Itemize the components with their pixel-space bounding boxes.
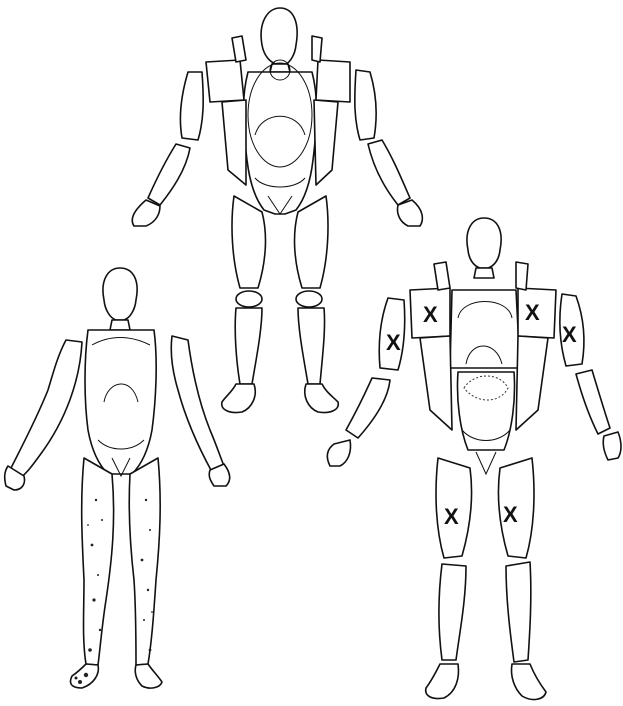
left-leg [82,458,114,665]
left-scapula [232,36,246,62]
left-thigh [232,196,265,288]
head [261,8,297,64]
neck [110,320,130,330]
left-knee [236,291,262,307]
left-arm [10,340,82,478]
right-hand [397,200,422,226]
left-forearm [346,378,390,438]
left-upper-arm [180,72,203,140]
left-shin [235,308,262,384]
right-back-plate [516,336,548,430]
left-foot [222,384,256,413]
right-knee [296,291,322,307]
figure-bottom-right: X X X X X X [327,218,621,699]
left-scapula [434,262,450,290]
right-upper-arm [355,70,376,140]
left-hand [327,440,350,466]
torso [243,72,316,214]
mark-left-shoulder: X [423,302,438,327]
right-leg [129,458,160,665]
right-foot [135,664,162,688]
right-shin [506,562,531,662]
right-forearm [576,370,610,434]
left-back-plate [420,336,452,430]
left-foot [426,664,459,699]
neck [474,268,494,278]
head [103,268,137,320]
right-arm [171,336,224,472]
left-back-plate [222,100,246,185]
right-forearm [368,140,410,205]
right-hand [603,432,621,460]
left-shin [439,564,466,660]
right-scapula [516,262,528,290]
right-foot [511,664,546,699]
left-hand [132,200,160,226]
right-back-plate [314,100,338,185]
left-shoulder-plate [206,60,244,102]
mark-right-thigh: X [503,502,518,527]
left-forearm [148,144,190,205]
head [467,218,501,268]
abdomen [457,372,514,450]
right-shin [298,308,325,384]
mark-left-upper-arm: X [386,330,401,355]
torso [85,330,156,474]
right-scapula [312,36,322,62]
mark-right-upper-arm: X [562,322,577,347]
neck [270,64,290,72]
mark-left-thigh: X [444,504,459,529]
figure-bottom-left [5,268,230,688]
right-thigh [295,196,328,288]
right-foot [305,384,339,413]
right-shoulder-plate [316,60,350,102]
mark-right-shoulder: X [525,300,540,325]
